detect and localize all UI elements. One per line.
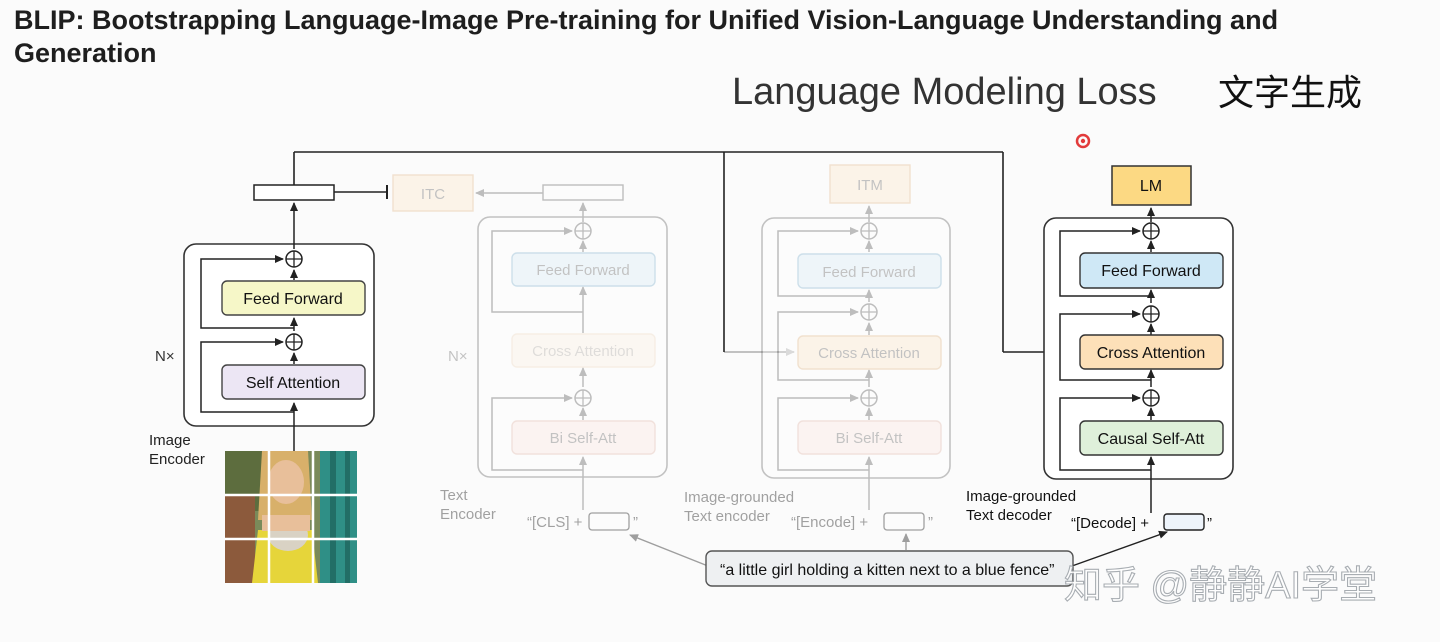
grounded-decoder-caption-2: Text decoder — [966, 507, 1052, 524]
itm-head-label: ITM — [857, 177, 883, 194]
grounded-decoder-caption: Image-grounded — [966, 488, 1076, 505]
text-feed-forward-label: Feed Forward — [536, 262, 629, 279]
caption-text-box — [705, 550, 1074, 587]
lm-head-label: LM — [1140, 178, 1162, 195]
text-cross-attention-label: Cross Attention — [532, 343, 634, 360]
image-self-attention-layer — [221, 364, 366, 400]
text-encoder-input-token — [588, 512, 630, 531]
grounded-feed-forward-label: Feed Forward — [822, 264, 915, 281]
text-encoder-input-close: ” — [633, 514, 638, 531]
grounded-decoder-input-close: ” — [1207, 515, 1212, 532]
image-encoder-caption-2: Encoder — [149, 451, 205, 468]
itc-head-label: ITC — [421, 186, 445, 203]
grounded-decoder-input-token — [1163, 513, 1205, 531]
watermark-text: 知乎 @静静AI学堂 — [1064, 565, 1377, 607]
grounded-encoder-block — [761, 217, 951, 479]
text-encoder-input: “[CLS] + — [527, 514, 583, 531]
text-encoder-caption-2: Encoder — [440, 506, 496, 523]
decoder-cross-attention-layer — [1079, 334, 1224, 370]
input-photo-girl-with-kitten — [225, 451, 357, 583]
grounded-encoder-captions: Image-grounded Text encoder “[Encode] + … — [684, 489, 933, 531]
text-embedding-output — [542, 184, 624, 201]
section-heading: Language Modeling Loss — [732, 71, 1157, 113]
text-encoder-captions: Text Encoder “[CLS] + ” — [440, 487, 638, 531]
text-encoder-repeat: N× — [448, 348, 468, 365]
image-embedding-output — [253, 184, 335, 201]
decoder-feed-forward-layer — [1079, 252, 1224, 289]
pointer-dot-icon — [1075, 133, 1091, 149]
image-encoder-caption: Image — [149, 432, 191, 449]
itm-head — [829, 164, 911, 204]
decoder-self-attention-layer — [1079, 420, 1224, 456]
text-self-attention-layer — [511, 420, 656, 455]
decoder-feed-forward-label: Feed Forward — [1101, 263, 1201, 280]
grounded-cross-attention-layer — [797, 335, 942, 370]
text-cross-attention-layer — [511, 333, 656, 368]
grounded-encoder-input: “[Encode] + — [791, 514, 868, 531]
caption-text: “a little girl holding a kitten next to … — [720, 562, 1054, 579]
image-encoder: N× Feed Forward Self Attention Image Enc… — [149, 184, 388, 468]
grounded-encoder-input-close: ” — [928, 514, 933, 531]
slide-title-line2: Generation — [14, 38, 157, 68]
grounded-decoder-input: “[Decode] + — [1071, 515, 1149, 532]
slide-title-line1: BLIP: Bootstrapping Language-Image Pre-t… — [14, 5, 1278, 35]
text-feed-forward-layer — [511, 252, 656, 287]
section-heading-chinese: 文字生成 — [1218, 72, 1362, 113]
caption-input: “a little girl holding a kitten next to … — [629, 530, 1168, 587]
image-grounded-text-decoder: LM Feed Forward Cross Attention Causal S… — [966, 165, 1234, 532]
grounded-self-attention-label: Bi Self-Att — [836, 430, 904, 447]
image-feed-forward-label: Feed Forward — [243, 291, 343, 308]
grounded-feed-forward-layer — [797, 253, 942, 289]
grounded-self-attention-layer — [797, 420, 942, 455]
itc-head — [392, 174, 474, 212]
text-encoder-caption: Text — [440, 487, 468, 504]
grounded-encoder-caption: Image-grounded — [684, 489, 794, 506]
image-grounded-text-encoder: ITM Feed Forward Cross Attention Bi Self… — [761, 164, 951, 510]
image-self-attention-label: Self Attention — [246, 375, 340, 392]
grounded-encoder-input-token — [883, 512, 925, 531]
grounded-cross-attention-label: Cross Attention — [818, 345, 920, 362]
text-self-attention-label: Bi Self-Att — [550, 430, 618, 447]
text-encoder-block — [477, 216, 668, 478]
image-feed-forward-layer — [221, 280, 366, 316]
text-encoder: ITC N× Feed Forward Cross Attention Bi S… — [392, 174, 668, 510]
image-encoder-repeat: N× — [155, 348, 175, 365]
decoder-cross-attention-label: Cross Attention — [1097, 345, 1206, 362]
grounded-encoder-caption-2: Text encoder — [684, 508, 770, 525]
decoder-self-attention-label: Causal Self-Att — [1098, 431, 1205, 448]
lm-head — [1111, 165, 1192, 206]
